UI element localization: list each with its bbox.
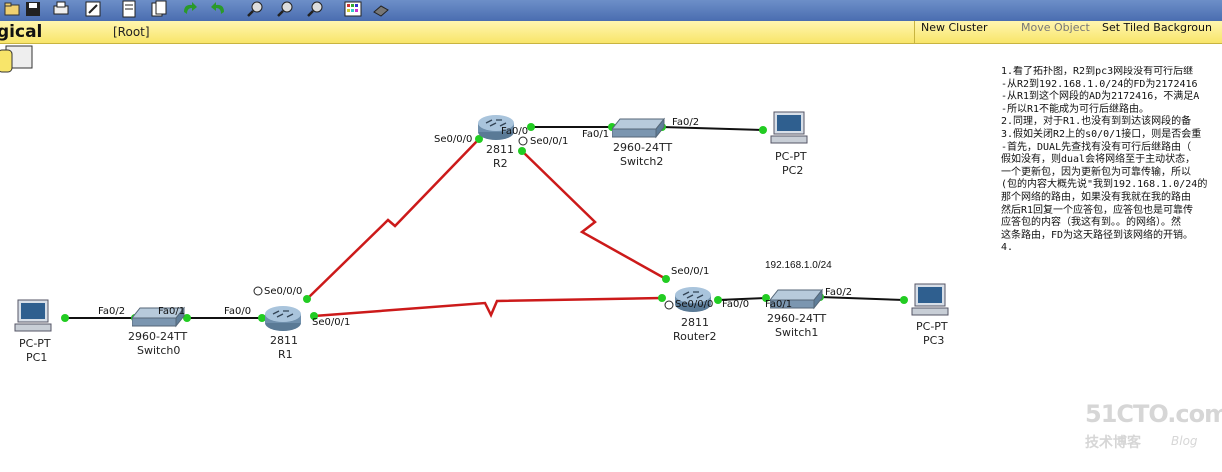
logical-view-label[interactable]: gical	[0, 22, 43, 42]
serial-link-r1-r2[interactable]	[306, 138, 480, 300]
port-label: Fa0/0	[224, 306, 252, 317]
zoom-in-icon[interactable]	[246, 0, 264, 18]
watermark-subtitle: 技术博客	[1085, 435, 1141, 451]
r1-model: 2811	[270, 334, 298, 347]
note-line: -从R1到这个网段的AD为2172416，不满足A	[1001, 91, 1200, 103]
port-label: Se0/0/1	[312, 317, 351, 328]
network-address-label: 192.168.1.0/24	[765, 260, 832, 271]
switch0-name: Switch0	[137, 344, 181, 357]
zoom-reset-icon[interactable]	[276, 0, 294, 18]
switch2-model: 2960-24TT	[613, 141, 673, 154]
port-label: Se0/0/0	[434, 134, 473, 145]
port-label: Se0/0/1	[530, 136, 569, 147]
switch-icon[interactable]	[132, 304, 186, 328]
note-line: 那个网络的路由，如果没有我就在我的路由	[1001, 191, 1191, 203]
redo-icon[interactable]	[210, 0, 228, 18]
r2-name: R2	[493, 157, 508, 170]
router-icon[interactable]	[263, 303, 303, 333]
pc2-name: PC2	[782, 164, 804, 177]
palette-icon[interactable]	[344, 0, 362, 18]
pc3-name: PC3	[923, 334, 945, 347]
note-line: 1.看了拓扑图，R2到pc3网段没有可行后继	[1001, 66, 1194, 77]
move-object-button[interactable]: Move Object	[1021, 21, 1090, 34]
eth-link-router2-switch1[interactable]	[717, 297, 767, 301]
open-icon[interactable]	[3, 0, 21, 18]
clock-icon	[253, 136, 674, 310]
router2-name: Router2	[673, 330, 717, 343]
copy-icon[interactable]	[150, 0, 168, 18]
note-line: 3.假如关闭R2上的s0/0/1接口，则是否会重	[1001, 128, 1202, 140]
port-label: Fa0/1	[582, 129, 610, 140]
serial-link-r1-router2[interactable]	[313, 296, 663, 318]
print-icon[interactable]	[52, 0, 70, 18]
eth-link-switch2-pc2[interactable]	[661, 126, 764, 131]
pdu-icon[interactable]	[120, 0, 138, 18]
switch-icon[interactable]	[770, 286, 824, 310]
pc1-model: PC-PT	[19, 337, 51, 350]
note-line: 2.同理，对于R1.也没有到到达该网段的备	[1001, 116, 1192, 128]
note-line: -首先，DUAL先查找有没有可行后继路由（	[1001, 141, 1192, 153]
port-label: Fa0/1	[158, 306, 186, 317]
serial-link-r2-router2[interactable]	[521, 150, 667, 281]
pc-icon[interactable]	[14, 298, 54, 334]
note-line: 然后R1回复一个应答包，应答包也是可靠传	[1001, 204, 1194, 216]
back-to-parent-icon[interactable]	[0, 44, 36, 74]
port-label: Fa0/2	[825, 287, 853, 298]
note-line: 这条路由，FD为这天路径到该网络的开销。	[1001, 229, 1194, 241]
port-label: Se0/0/0	[264, 286, 303, 297]
pc-icon[interactable]	[911, 282, 951, 318]
switch2-name: Switch2	[620, 155, 664, 168]
switch-icon[interactable]	[612, 115, 666, 139]
note-line: 一个更新包，因为更新包为可靠传输，所以	[1001, 166, 1191, 178]
link-status-lights	[61, 123, 908, 322]
port-label: Fa0/0	[501, 126, 529, 137]
r1-name: R1	[278, 348, 293, 361]
main-toolbar	[0, 0, 1222, 22]
root-breadcrumb[interactable]: [Root]	[113, 25, 150, 39]
note-line: -所以R1不能成为可行后继路由。	[1001, 103, 1150, 115]
zoom-out-icon[interactable]	[306, 0, 324, 18]
set-tiled-background-button[interactable]: Set Tiled Backgroun	[1102, 21, 1212, 34]
switch0-model: 2960-24TT	[128, 330, 188, 343]
r2-model: 2811	[486, 143, 514, 156]
pc1-name: PC1	[26, 351, 48, 364]
port-label: Se0/0/0	[675, 299, 714, 310]
note-line: 假如没有，则dual会将网络至于主动状态，	[1001, 154, 1196, 166]
undo-icon[interactable]	[180, 0, 198, 18]
watermark: 51CTO.com 技术博客 Blog	[1085, 400, 1222, 451]
pc3-model: PC-PT	[916, 320, 948, 333]
new-cluster-button[interactable]: New Cluster	[914, 21, 994, 43]
switch1-model: 2960-24TT	[767, 312, 827, 325]
port-label: Fa0/0	[722, 299, 750, 310]
pc-icon[interactable]	[770, 110, 810, 146]
pc2-model: PC-PT	[775, 150, 807, 163]
note-line: (包的内容大概先说"我到192.168.1.0/24的	[1001, 179, 1208, 191]
note-line: 4.	[1001, 242, 1014, 254]
port-label: Se0/0/1	[671, 266, 710, 277]
custom-device-icon[interactable]	[372, 0, 390, 18]
port-label: Fa0/1	[765, 299, 793, 310]
eth-link-switch1-pc3[interactable]	[819, 296, 905, 301]
router-icon[interactable]	[673, 284, 713, 314]
port-label: Fa0/2	[98, 306, 126, 317]
port-label: Fa0/2	[672, 117, 700, 128]
note-line: 应答包的内容（我这有到。。的网络）。然	[1001, 217, 1181, 229]
router-icon[interactable]	[476, 112, 516, 142]
logical-workspace-bar: gical [Root] New Cluster Move Object Set…	[0, 21, 1222, 44]
save-icon[interactable]	[24, 0, 42, 18]
watermark-blog: Blog	[1171, 434, 1198, 448]
edit-icon[interactable]	[84, 0, 102, 18]
switch1-name: Switch1	[775, 326, 819, 339]
router2-model: 2811	[681, 316, 709, 329]
note-line: -从R2到192.168.1.0/24的FD为2172416	[1001, 78, 1198, 90]
watermark-brand: 51CTO.com	[1085, 400, 1222, 428]
notes-panel: 1.看了拓扑图，R2到pc3网段没有可行后继 -从R2到192.168.1.0/…	[1001, 66, 1222, 255]
